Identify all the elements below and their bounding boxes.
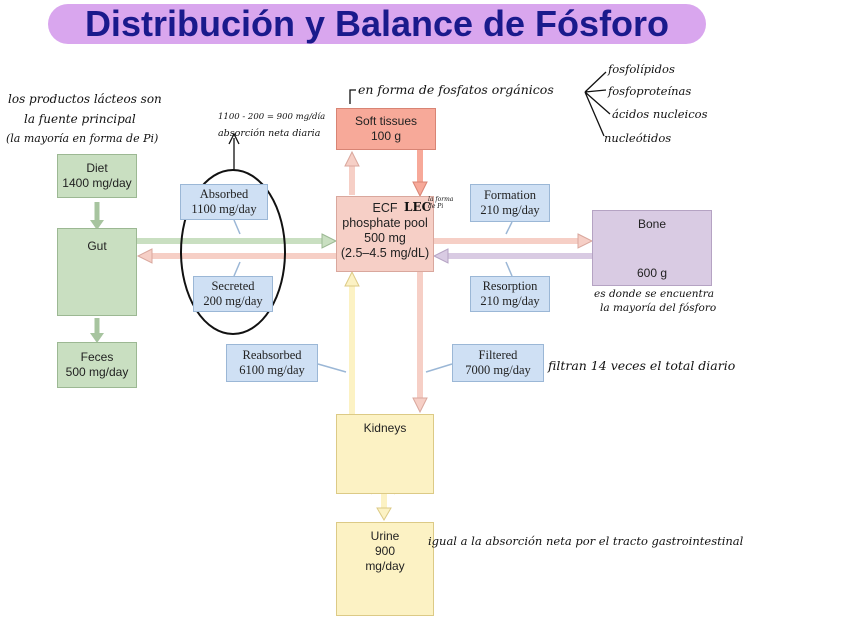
title-bar bbox=[48, 4, 706, 44]
bone-label: Bone bbox=[637, 217, 667, 231]
note-bone-2: la mayoría del fósforo bbox=[600, 302, 717, 314]
ecf-line3: 500 mg bbox=[364, 231, 406, 245]
formation-value: 210 mg/day bbox=[480, 203, 540, 217]
gut-box: Gut bbox=[57, 228, 137, 316]
page-title: Distribución y Balance de Fósforo bbox=[84, 3, 670, 44]
ecf-line4: (2.5–4.5 mg/dL) bbox=[340, 246, 430, 260]
note-org-3: ácidos nucleicos bbox=[612, 107, 708, 121]
kidneys-box: Kidneys bbox=[336, 414, 434, 494]
ecf-box: ECF phosphate pool 500 mg (2.5–4.5 mg/dL… bbox=[336, 196, 434, 272]
feces-value: 500 mg/day bbox=[65, 365, 129, 379]
resorption-label-box: Resorption 210 mg/day bbox=[470, 276, 550, 312]
note-urine: igual a la absorción neta por el tracto … bbox=[428, 534, 744, 548]
reabsorbed-value: 6100 mg/day bbox=[239, 363, 305, 377]
note-lec: LEC bbox=[404, 200, 432, 214]
urine-box: Urine 900 mg/day bbox=[336, 522, 434, 616]
secreted-value: 200 mg/day bbox=[203, 294, 263, 308]
note-bone-1: es donde se encuentra bbox=[594, 288, 715, 300]
diet-box: Diet 1400 mg/day bbox=[57, 154, 137, 198]
note-dairy-3: (la mayoría en forma de Pi) bbox=[6, 132, 159, 145]
ecf-line1: ECF bbox=[372, 201, 398, 215]
kidneys-label: Kidneys bbox=[363, 421, 407, 435]
formation-label-box: Formation 210 mg/day bbox=[470, 184, 550, 222]
ecf-line2: phosphate pool bbox=[342, 216, 428, 230]
note-org-2: fosfoproteínas bbox=[608, 84, 692, 98]
note-absorption-1: 1100 - 200 = 900 mg/día bbox=[218, 112, 326, 122]
soft-tissues-value: 100 g bbox=[370, 129, 402, 143]
urine-label: Urine bbox=[370, 529, 400, 543]
urine-value: 900 bbox=[374, 544, 396, 558]
filtered-label: Filtered bbox=[478, 348, 518, 362]
note-org-4: nucleótidos bbox=[604, 131, 672, 145]
absorbed-label: Absorbed bbox=[199, 187, 249, 201]
note-absorption-2: absorción neta diaria bbox=[218, 128, 321, 139]
formation-label: Formation bbox=[483, 188, 537, 202]
note-dairy-2: la fuente principal bbox=[24, 112, 136, 126]
filtered-label-box: Filtered 7000 mg/day bbox=[452, 344, 544, 382]
reabsorbed-label-box: Reabsorbed 6100 mg/day bbox=[226, 344, 318, 382]
secreted-label: Secreted bbox=[211, 279, 255, 293]
feces-label: Feces bbox=[80, 350, 114, 364]
filtered-value: 7000 mg/day bbox=[465, 363, 531, 377]
absorbed-value: 1100 mg/day bbox=[191, 202, 257, 216]
resorption-value: 210 mg/day bbox=[480, 294, 540, 308]
diet-value: 1400 mg/day bbox=[62, 176, 132, 190]
secreted-label-box: Secreted 200 mg/day bbox=[193, 276, 273, 312]
soft-tissues-label: Soft tissues bbox=[354, 114, 418, 128]
resorption-label: Resorption bbox=[482, 279, 538, 293]
note-organic: en forma de fosfatos orgánicos bbox=[358, 82, 554, 97]
urine-unit: mg/day bbox=[365, 559, 405, 573]
feces-box: Feces 500 mg/day bbox=[57, 342, 137, 388]
gut-label: Gut bbox=[87, 239, 107, 253]
bone-box: Bone 600 g bbox=[592, 210, 712, 286]
note-lec-small: la forma de Pi bbox=[428, 196, 454, 210]
reabsorbed-label: Reabsorbed bbox=[242, 348, 302, 362]
note-org-1: fosfolípidos bbox=[608, 62, 675, 76]
note-filter: filtran 14 veces el total diario bbox=[548, 358, 736, 373]
diet-label: Diet bbox=[86, 161, 108, 175]
soft-tissues-box: Soft tissues 100 g bbox=[336, 108, 436, 150]
note-dairy-1: los productos lácteos son bbox=[8, 92, 162, 106]
hand-ellipse bbox=[180, 169, 286, 335]
bone-value: 600 g bbox=[636, 266, 668, 280]
absorbed-label-box: Absorbed 1100 mg/day bbox=[180, 184, 268, 220]
